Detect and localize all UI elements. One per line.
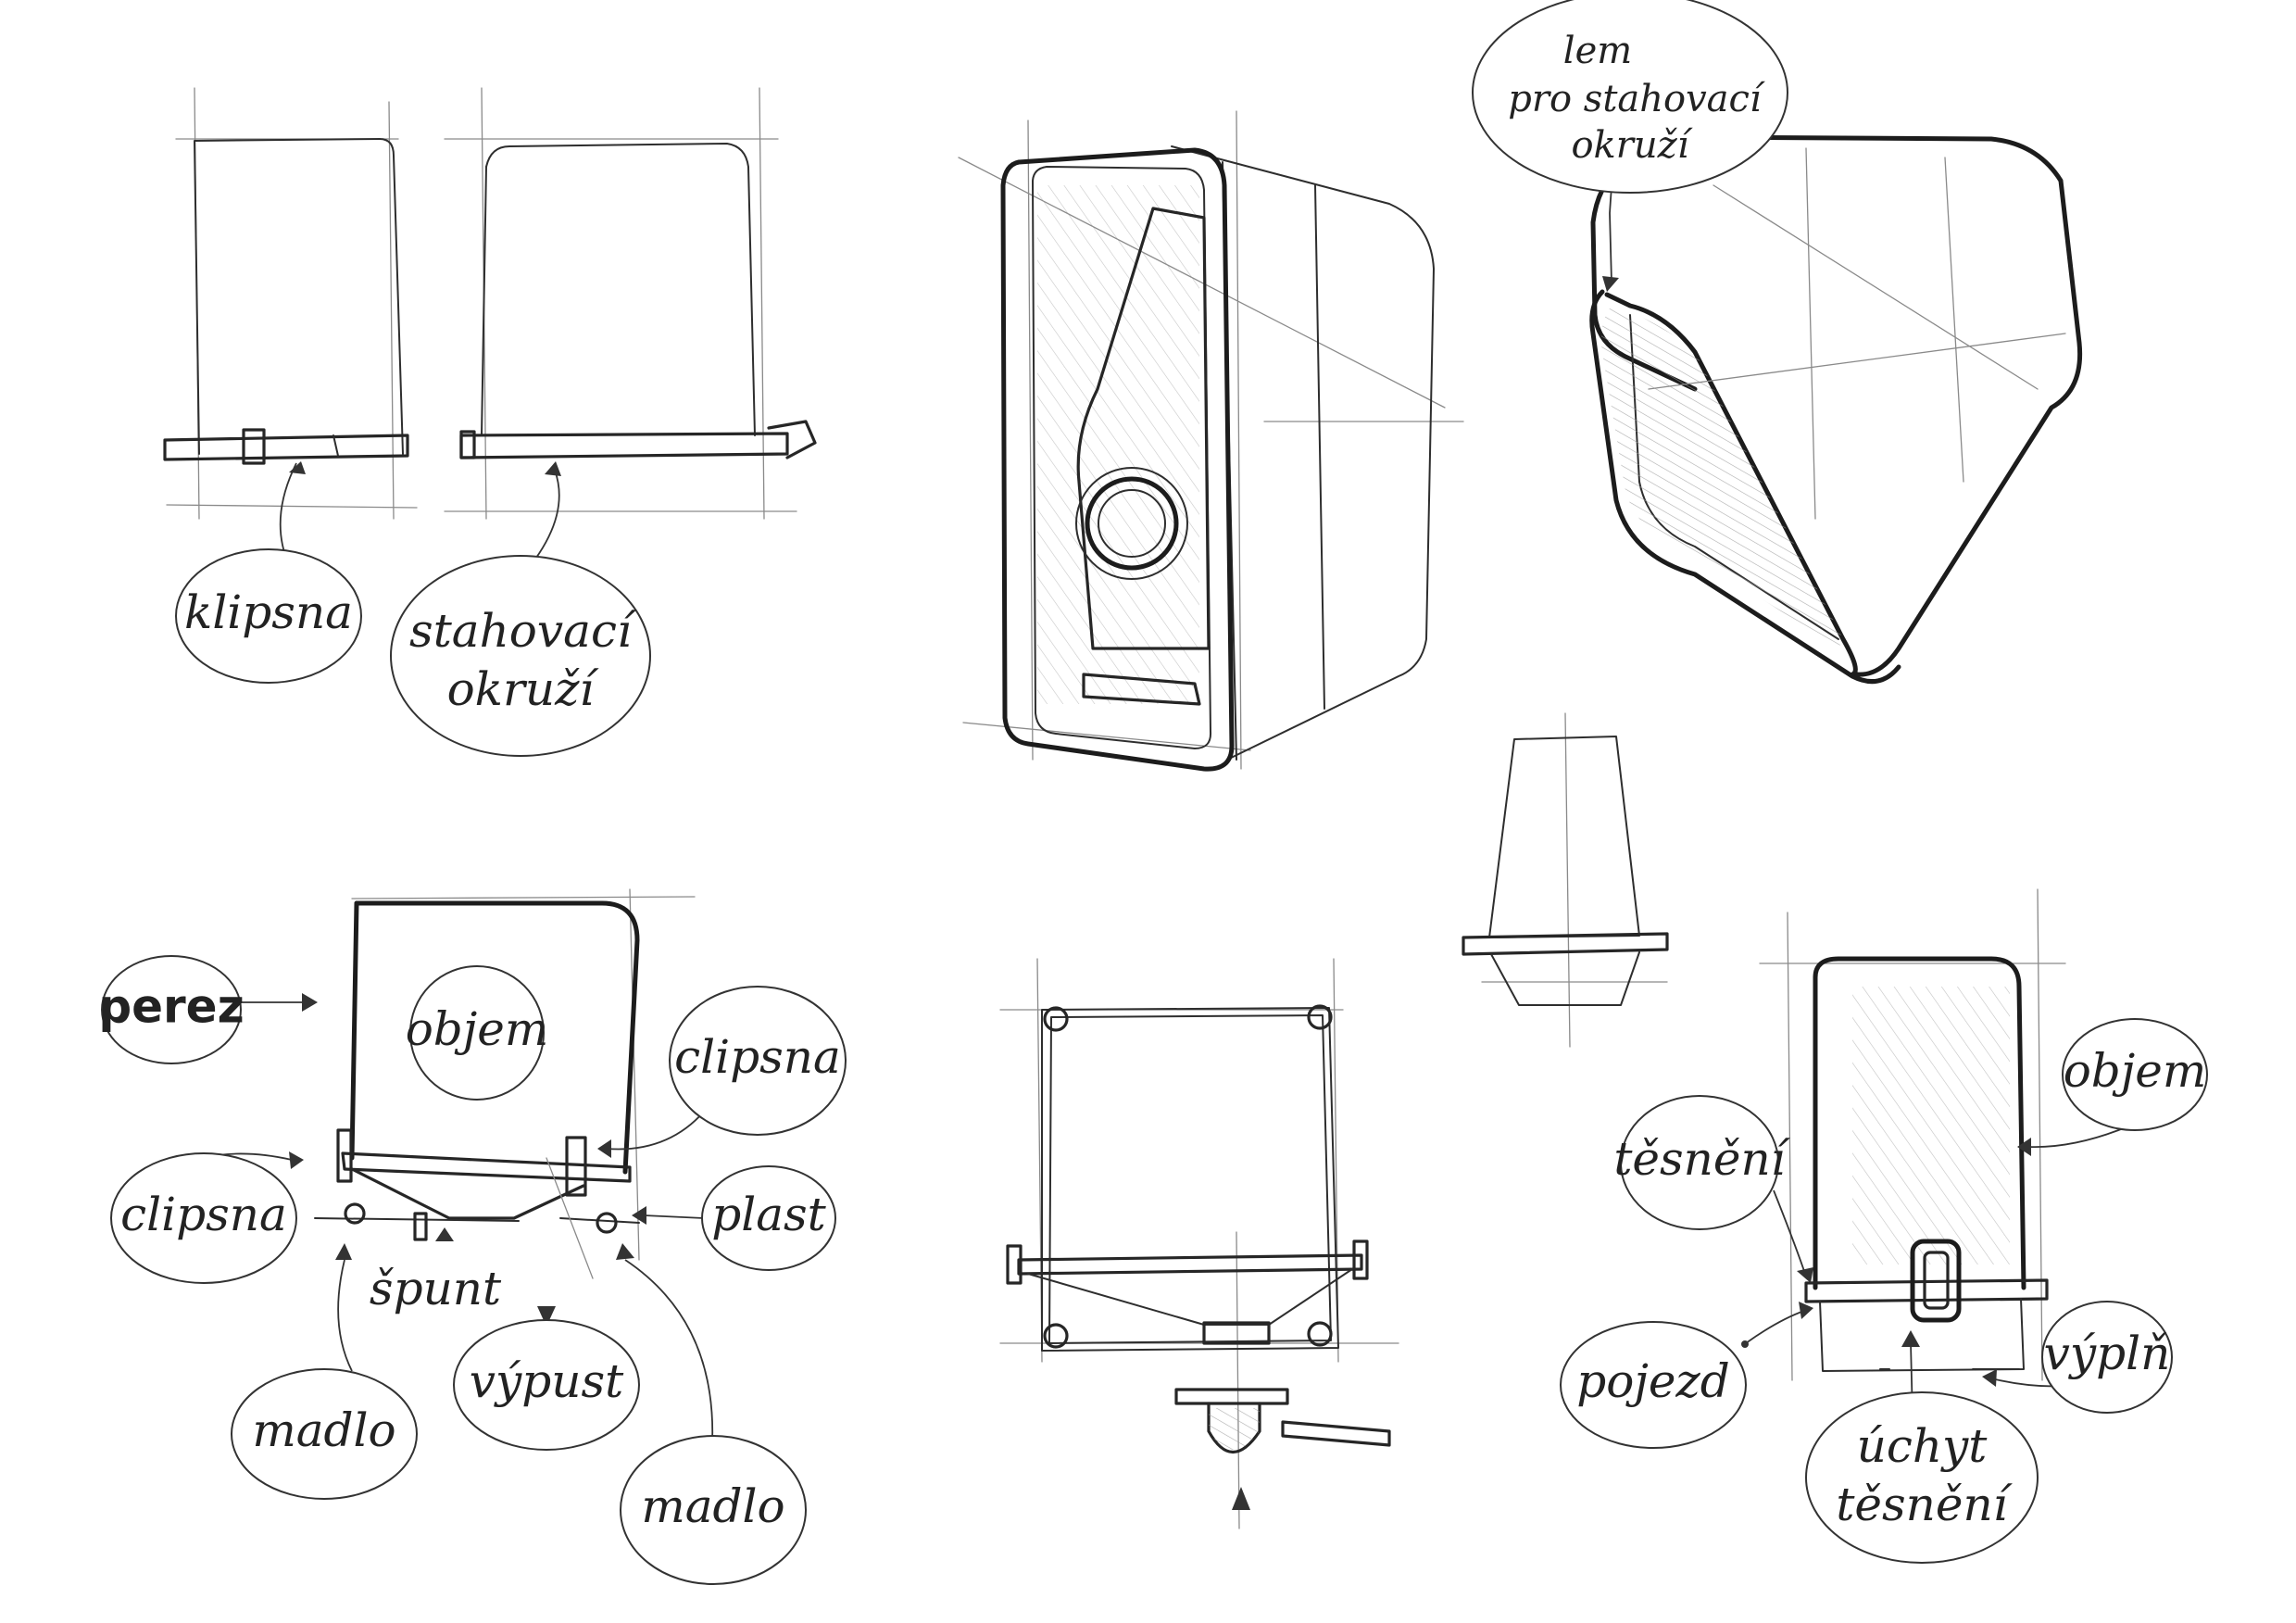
- label-clipsna-left: clipsna: [120, 1188, 287, 1241]
- bubble-plast: plast: [701, 1165, 836, 1271]
- sketch-section-tesneni: [1759, 888, 2066, 1381]
- label-stahovaci: stahovací: [409, 604, 637, 658]
- label-vypust: výpust: [470, 1354, 624, 1408]
- bubble-tesneni: těsnění: [1613, 1095, 1791, 1230]
- sketch-small-tapered: [1462, 712, 1669, 1048]
- label-objem-left: objem: [406, 1002, 549, 1056]
- sketch-container-klipsna: [163, 87, 418, 520]
- bubble-pojezd: pojezd: [1560, 1321, 1747, 1449]
- bubble-madlo-left: madlo: [231, 1368, 418, 1500]
- label-vypln: výplň: [2044, 1327, 2171, 1380]
- label-perez: perez: [98, 980, 244, 1034]
- label-lem-okruzi: okruží: [1571, 124, 1693, 167]
- bubble-clipsna-left: clipsna: [110, 1152, 297, 1284]
- sketch-section-perez: [314, 888, 696, 1279]
- bubble-perez: perez: [98, 955, 245, 1064]
- label-klipsna: klipsna: [184, 585, 353, 639]
- bubble-objem-right: objem: [2062, 1018, 2208, 1131]
- leader-plast: [632, 1206, 705, 1225]
- label-madlo-left: madlo: [252, 1403, 395, 1457]
- bubble-uchyt: úchyt těsnění: [1805, 1391, 2039, 1564]
- bubble-madlo-right: madlo: [620, 1435, 807, 1585]
- leader-madlo-right: [616, 1243, 715, 1466]
- label-objem-right: objem: [2064, 1044, 2207, 1098]
- sketch-frame-wheels: [999, 958, 1399, 1529]
- label-lem: lem: [1563, 30, 1632, 72]
- bubble-vypln: výplň: [2041, 1301, 2173, 1414]
- leader-clipsna-right: [597, 1106, 709, 1158]
- label-spunt: špunt: [370, 1262, 502, 1315]
- leader-tesneni: [1773, 1189, 1813, 1283]
- leader-perez: [232, 993, 318, 1012]
- label-madlo-right: madlo: [641, 1479, 784, 1533]
- label-plast: plast: [711, 1188, 826, 1241]
- label-tesneni: těsnění: [1613, 1132, 1790, 1186]
- sketch-perspective-side: [1589, 134, 2083, 685]
- label-pojezd: pojezd: [1576, 1354, 1730, 1408]
- sketch-perspective-front: [958, 110, 1464, 772]
- label-clipsna-right: clipsna: [674, 1030, 841, 1084]
- bubble-clipsna-right: clipsna: [669, 986, 847, 1136]
- bubble-lem: lem pro stahovací okruží: [1472, 0, 1788, 194]
- label-okruzi: okruží: [447, 662, 600, 716]
- sketch-container-okruzi: [444, 87, 817, 520]
- leader-madlo-left: [335, 1243, 353, 1372]
- label-uchyt: úchyt: [1857, 1419, 1989, 1473]
- label-pro-stahovaci: pro stahovací: [1508, 78, 1766, 120]
- bubble-objem-left: objem: [406, 965, 549, 1101]
- bubble-klipsna: klipsna: [175, 548, 362, 684]
- leader-pojezd: [1741, 1302, 1813, 1348]
- bubble-vypust: výpust: [453, 1319, 640, 1451]
- label-uchyt-tesneni: těsnění: [1836, 1478, 2013, 1531]
- bubble-okruzi: stahovací okruží: [390, 555, 651, 757]
- label-spunt-group: špunt: [370, 1227, 502, 1315]
